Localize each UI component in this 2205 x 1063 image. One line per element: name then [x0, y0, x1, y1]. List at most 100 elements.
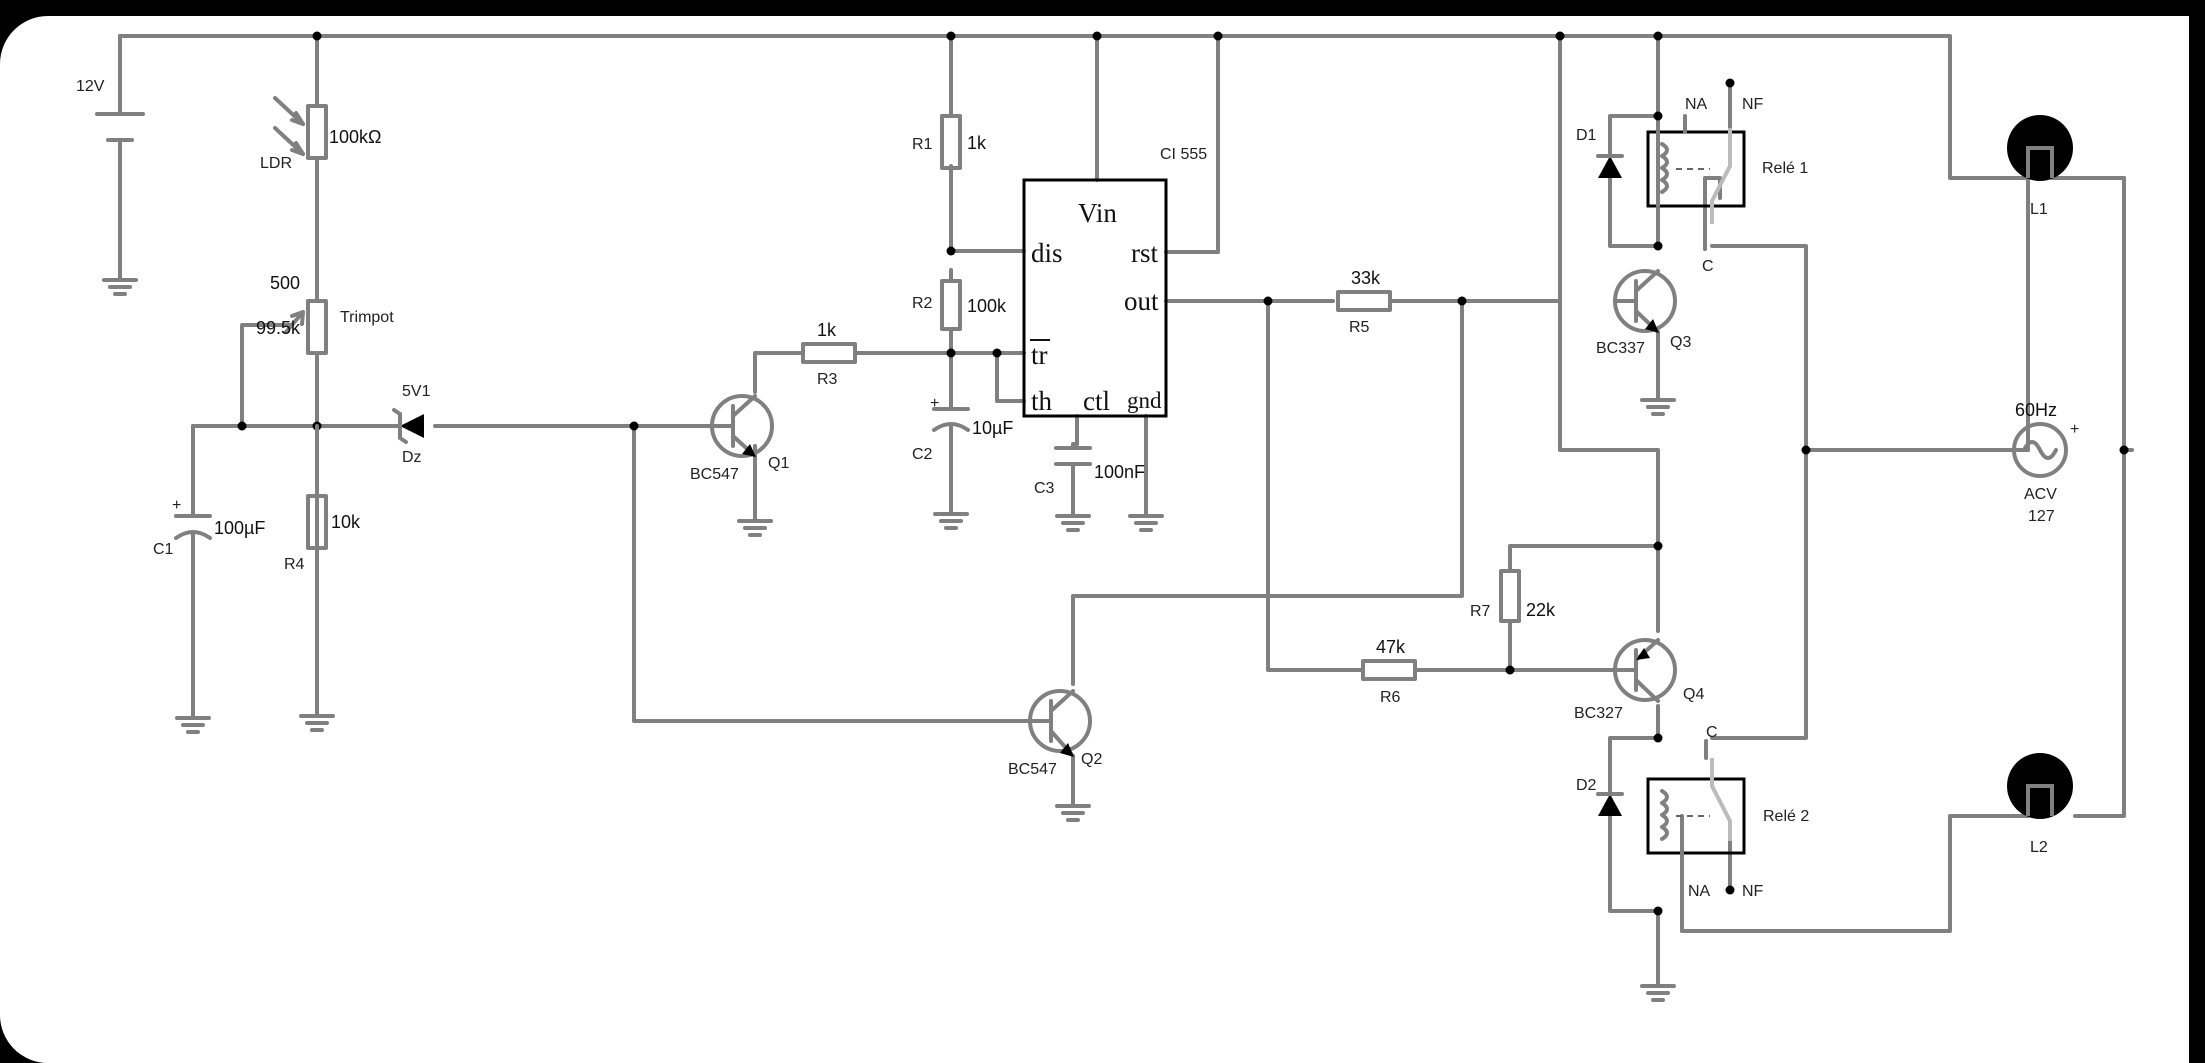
ground-c3	[1055, 514, 1091, 532]
transistor-q3: BC337 Q3	[1596, 269, 1691, 357]
q2-type: BC547	[1008, 761, 1057, 778]
ac-type: ACV	[2024, 486, 2057, 503]
q3-label: Q3	[1670, 334, 1691, 351]
q1-type: BC547	[690, 466, 739, 483]
r4-value: 10k	[331, 512, 361, 532]
ground-c1	[175, 716, 211, 734]
ground-symbols	[102, 278, 1676, 1002]
r7-value: 22k	[1526, 600, 1556, 620]
diode-d1: D1	[1576, 127, 1624, 178]
battery-12v: 12V	[76, 78, 145, 142]
trimpot-value: 99.5k	[256, 318, 301, 338]
pin-out: out	[1124, 286, 1159, 316]
capacitor-c1: + 100µF C1	[153, 497, 265, 558]
d2-label: D2	[1576, 777, 1597, 794]
r4-label: R4	[284, 556, 305, 573]
c1-label: C1	[153, 541, 174, 558]
circuit-schematic: 12V LDR 100kΩ 500 99.5k Trimpot 10k	[76, 31, 2134, 1002]
ground-q1	[737, 519, 773, 537]
lamp-l2: L2	[2007, 753, 2073, 856]
relay1-na: NA	[1685, 96, 1708, 113]
r7-label: R7	[1470, 603, 1491, 620]
r3-label: R3	[817, 371, 838, 388]
l2-label: L2	[2030, 839, 2048, 856]
junction-dots	[237, 31, 2129, 916]
l1-label: L1	[2030, 201, 2048, 218]
trimpot-max: 500	[270, 273, 300, 293]
resistor-r4: 10k R4	[284, 424, 361, 718]
r6-value: 47k	[1376, 637, 1406, 657]
ground-q3	[1640, 398, 1676, 416]
ac-source: 60Hz + ACV 127	[2012, 400, 2079, 525]
ground-555	[1128, 514, 1164, 532]
ground-r4	[299, 714, 335, 732]
r5-label: R5	[1349, 319, 1370, 336]
lamp-l1: L1	[2007, 115, 2073, 218]
transistor-q1: BC547 Q1	[690, 394, 789, 483]
schematic-canvas: 12V LDR 100kΩ 500 99.5k Trimpot 10k	[0, 16, 2189, 1063]
resistor-r1: R1 1k	[912, 114, 987, 170]
pin-th: th	[1031, 386, 1053, 416]
q4-label: Q4	[1683, 686, 1704, 703]
relay1-c: C	[1702, 258, 1714, 275]
r1-label: R1	[912, 136, 933, 153]
pin-vin: Vin	[1078, 198, 1117, 228]
transistor-q2: BC547 Q2	[1008, 689, 1102, 778]
r3-value: 1k	[817, 320, 837, 340]
zener-dz: 5V1 Dz	[392, 383, 431, 466]
pin-dis: dis	[1031, 238, 1063, 268]
relay2-c: C	[1706, 724, 1718, 741]
diode-d2: D2	[1576, 777, 1624, 816]
relay2-nf: NF	[1742, 883, 1764, 900]
ldr-label: LDR	[260, 155, 292, 172]
ground-q2	[1055, 804, 1091, 822]
ground-relay2	[1640, 984, 1676, 1002]
battery-label: 12V	[76, 78, 105, 95]
q2-label: Q2	[1081, 751, 1102, 768]
ic-label: CI 555	[1160, 146, 1207, 163]
resistor-r6: 47k R6	[1361, 637, 1417, 706]
ac-plus: +	[2070, 421, 2079, 438]
q4-type: BC327	[1574, 705, 1623, 722]
relay-1: NA NF Relé 1 C	[1646, 96, 1808, 275]
q3-type: BC337	[1596, 340, 1645, 357]
c1-plus: +	[172, 497, 181, 514]
d1-label: D1	[1576, 127, 1597, 144]
resistor-r7: R7 22k	[1470, 569, 1556, 623]
pin-tr: tr	[1031, 340, 1048, 370]
r2-label: R2	[912, 295, 933, 312]
transistor-q4: BC327 Q4	[1574, 638, 1704, 722]
pin-ctl: ctl	[1083, 386, 1110, 416]
pin-gnd: gnd	[1127, 388, 1162, 413]
trimpot: 500 99.5k Trimpot	[256, 273, 394, 355]
relay2-label: Relé 2	[1763, 808, 1809, 825]
relay1-nf: NF	[1742, 96, 1764, 113]
ldr-value: 100kΩ	[329, 127, 382, 147]
q1-label: Q1	[768, 455, 789, 472]
ground-battery	[102, 278, 138, 296]
ic-555: CI 555 Vin dis rst out tr th ctl gnd	[1022, 146, 1207, 418]
resistor-r5: 33k R5	[1336, 268, 1392, 336]
relay2-na: NA	[1688, 883, 1711, 900]
ac-frequency: 60Hz	[2015, 400, 2057, 420]
c3-value: 100nF	[1094, 462, 1145, 482]
capacitor-c2: + 10µF C2	[912, 395, 1013, 463]
pin-rst: rst	[1131, 238, 1158, 268]
c2-label: C2	[912, 446, 933, 463]
zener-value: 5V1	[402, 383, 431, 400]
capacitor-c3: 100nF C3	[1034, 446, 1145, 497]
c2-value: 10µF	[972, 418, 1013, 438]
r2-value: 100k	[967, 296, 1007, 316]
r6-label: R6	[1380, 689, 1401, 706]
zener-label: Dz	[402, 449, 422, 466]
r5-value: 33k	[1351, 268, 1381, 288]
resistor-r3: 1k R3	[801, 320, 857, 388]
c2-plus: +	[930, 395, 939, 412]
relay1-label: Relé 1	[1762, 160, 1808, 177]
trimpot-label: Trimpot	[340, 309, 394, 326]
resistor-r2: R2 100k	[912, 279, 1007, 331]
ldr: LDR 100kΩ	[260, 96, 382, 172]
wires	[118, 34, 2134, 968]
relay-2: NA NF Relé 2 C	[1646, 724, 1809, 933]
ac-value: 127	[2028, 508, 2055, 525]
